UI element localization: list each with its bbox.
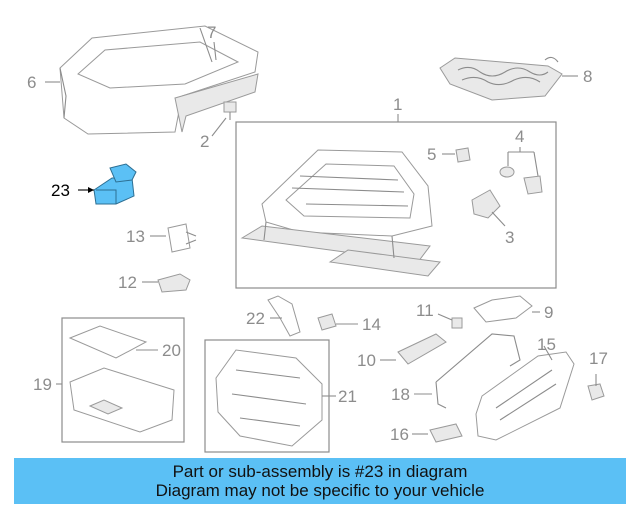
callout-16: 16: [390, 425, 409, 444]
callout-13: 13: [126, 227, 145, 246]
part-17[interactable]: [587, 374, 605, 401]
part-20[interactable]: [68, 325, 148, 359]
part-16[interactable]: [429, 423, 463, 443]
callout-12: 12: [118, 273, 137, 292]
callout-23: 23: [51, 181, 70, 200]
part-heater-pad[interactable]: [439, 56, 563, 101]
part-14[interactable]: [317, 313, 337, 331]
callout-18: 18: [391, 385, 410, 404]
callout-1: 1: [393, 95, 402, 114]
callout-19: 19: [33, 375, 52, 394]
callout-14: 14: [362, 315, 381, 334]
callout-21: 21: [338, 387, 357, 406]
part-clip-2[interactable]: [223, 101, 237, 120]
callout-5: 5: [427, 145, 436, 164]
callout-10: 10: [357, 351, 376, 370]
banner-line-2: Diagram may not be specific to your vehi…: [155, 481, 485, 500]
part-21[interactable]: [215, 349, 323, 447]
callout-7: 7: [207, 23, 216, 42]
part-15[interactable]: [475, 351, 575, 441]
frame-assembly-box: [235, 121, 557, 289]
callout-9: 9: [544, 303, 553, 322]
tray-box: [61, 317, 185, 443]
callout-11: 11: [416, 301, 434, 320]
part-10[interactable]: [397, 333, 447, 365]
part-4[interactable]: [499, 166, 543, 195]
callout-2: 2: [200, 132, 209, 151]
callout-22: 22: [246, 309, 265, 328]
callout-3: 3: [505, 228, 514, 247]
part-22[interactable]: [267, 295, 301, 337]
info-banner: Part or sub-assembly is #23 in diagram D…: [14, 458, 626, 504]
callout-20: 20: [162, 341, 181, 360]
part-19[interactable]: [69, 367, 175, 433]
part-23-highlighted[interactable]: [93, 163, 137, 205]
part-seat-cushion[interactable]: [59, 25, 259, 135]
part-18[interactable]: [435, 333, 521, 409]
callout-8: 8: [583, 67, 592, 86]
part-5[interactable]: [455, 147, 471, 163]
part-13[interactable]: [167, 223, 197, 253]
callout-17: 17: [589, 349, 608, 368]
callout-4: 4: [515, 127, 524, 146]
part-3[interactable]: [471, 189, 501, 219]
callout-6: 6: [27, 73, 36, 92]
callout-15: 15: [537, 335, 556, 354]
part-11[interactable]: [451, 317, 463, 329]
part-9[interactable]: [473, 295, 533, 323]
banner-line-1: Part or sub-assembly is #23 in diagram: [172, 462, 468, 481]
part-seat-frame[interactable]: [240, 149, 441, 277]
part-12[interactable]: [157, 273, 191, 293]
